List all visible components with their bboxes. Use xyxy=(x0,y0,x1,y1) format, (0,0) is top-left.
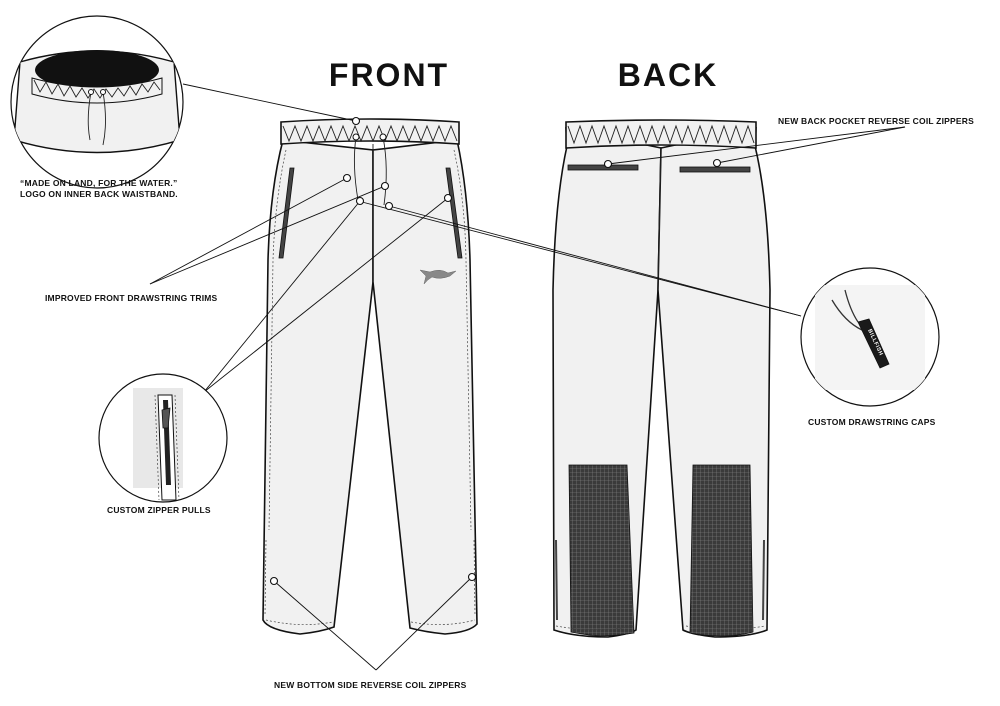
front-grommet-left xyxy=(352,133,360,141)
closeup-drawstring-right xyxy=(102,91,106,146)
front-left-hem-stitch xyxy=(265,619,334,625)
back-waistband-zigzag xyxy=(567,124,755,145)
waistband-closeup-zigzag xyxy=(33,79,161,99)
bottom-zippers-label: NEW BOTTOM SIDE REVERSE COIL ZIPPERS xyxy=(274,680,467,690)
front-left-side-stitch xyxy=(268,149,287,531)
detail-zipper-pull xyxy=(98,373,228,503)
drawstring-cap-icon xyxy=(857,318,890,369)
detail-drawstring-cap: BILLFISH xyxy=(800,267,940,407)
front-drawstring-right xyxy=(382,136,387,206)
back-right-mesh-panel xyxy=(689,464,754,637)
front-drawstring-left xyxy=(353,136,359,201)
back-title: BACK xyxy=(618,57,718,93)
closeup-grommet-left xyxy=(88,89,94,95)
waistband-caption-line-1: “MADE ON LAND, FOR THE WATER.” xyxy=(20,178,177,188)
dot-back-pocket-2 xyxy=(712,158,722,168)
cap-cord-2 xyxy=(831,299,863,331)
back-pants xyxy=(552,119,771,638)
dot-back-pocket-1 xyxy=(603,159,613,169)
leader-bottom-zip-2 xyxy=(375,576,473,671)
front-pants xyxy=(262,118,478,635)
leader-bottom-zip-1 xyxy=(273,580,377,671)
back-center-seam xyxy=(657,147,662,291)
back-pocket-zipper-right xyxy=(679,166,751,173)
zipper-pulls-label: CUSTOM ZIPPER PULLS xyxy=(107,505,211,515)
leader-drawstring-2 xyxy=(149,185,386,285)
leader-waistband xyxy=(182,83,357,122)
waistband-band xyxy=(31,77,163,104)
front-title: FRONT xyxy=(329,57,449,93)
zipper-pull-icon xyxy=(161,407,171,429)
leader-cap-1 xyxy=(361,201,802,317)
detail-waistband-logo xyxy=(10,15,184,189)
back-pocket-zippers-label: NEW BACK POCKET REVERSE COIL ZIPPERS xyxy=(778,116,974,126)
drawstring-trims-label: IMPROVED FRONT DRAWSTRING TRIMS xyxy=(45,293,218,303)
dot-bottom-zip-2 xyxy=(467,572,477,582)
callout-dots xyxy=(269,116,722,586)
marlin-logo-icon xyxy=(419,269,457,285)
dot-zip-pull-2 xyxy=(443,193,453,203)
front-waistband-zigzag xyxy=(282,124,458,143)
cap-cord-1 xyxy=(844,289,859,323)
closeup-grommet-right xyxy=(100,89,106,95)
back-left-mesh-panel xyxy=(568,464,635,637)
front-waistband xyxy=(280,118,460,145)
back-right-bottom-zipper xyxy=(762,540,765,620)
front-pocket-zipper-left xyxy=(278,167,295,259)
waistband-inner-opening xyxy=(35,50,159,90)
leader-cap-2 xyxy=(388,205,802,317)
leader-zip-pull-2 xyxy=(203,197,449,393)
leader-back-pocket-1 xyxy=(607,126,906,165)
front-left-bottom-zipper xyxy=(264,539,267,616)
dot-drawstring-1 xyxy=(342,173,352,183)
front-left-leg xyxy=(262,123,374,635)
dot-zip-pull-1 xyxy=(355,196,365,206)
leader-drawstring-1 xyxy=(149,177,348,285)
front-right-leg xyxy=(372,123,478,635)
drawstring-caps-label: CUSTOM DRAWSTRING CAPS xyxy=(808,417,936,427)
dot-bottom-zip-1 xyxy=(269,576,279,586)
dot-cap xyxy=(384,201,394,211)
leader-back-pocket-2 xyxy=(716,126,906,164)
closeup-drawstring-left xyxy=(87,91,92,141)
back-pocket-zipper-left xyxy=(567,164,639,171)
leader-lines xyxy=(149,83,906,671)
front-right-hem-stitch xyxy=(410,619,476,625)
back-left-bottom-zipper xyxy=(555,540,558,620)
dot-waistband xyxy=(351,116,361,126)
waistband-caption-line-2: LOGO ON INNER BACK WAISTBAND. xyxy=(20,189,178,199)
dot-drawstring-2 xyxy=(380,181,390,191)
front-pocket-zipper-right xyxy=(445,167,463,259)
zipper-stitch xyxy=(154,394,180,501)
front-right-side-stitch xyxy=(453,149,472,531)
front-grommet-right xyxy=(379,133,387,141)
leader-zip-pull-1 xyxy=(203,200,361,393)
